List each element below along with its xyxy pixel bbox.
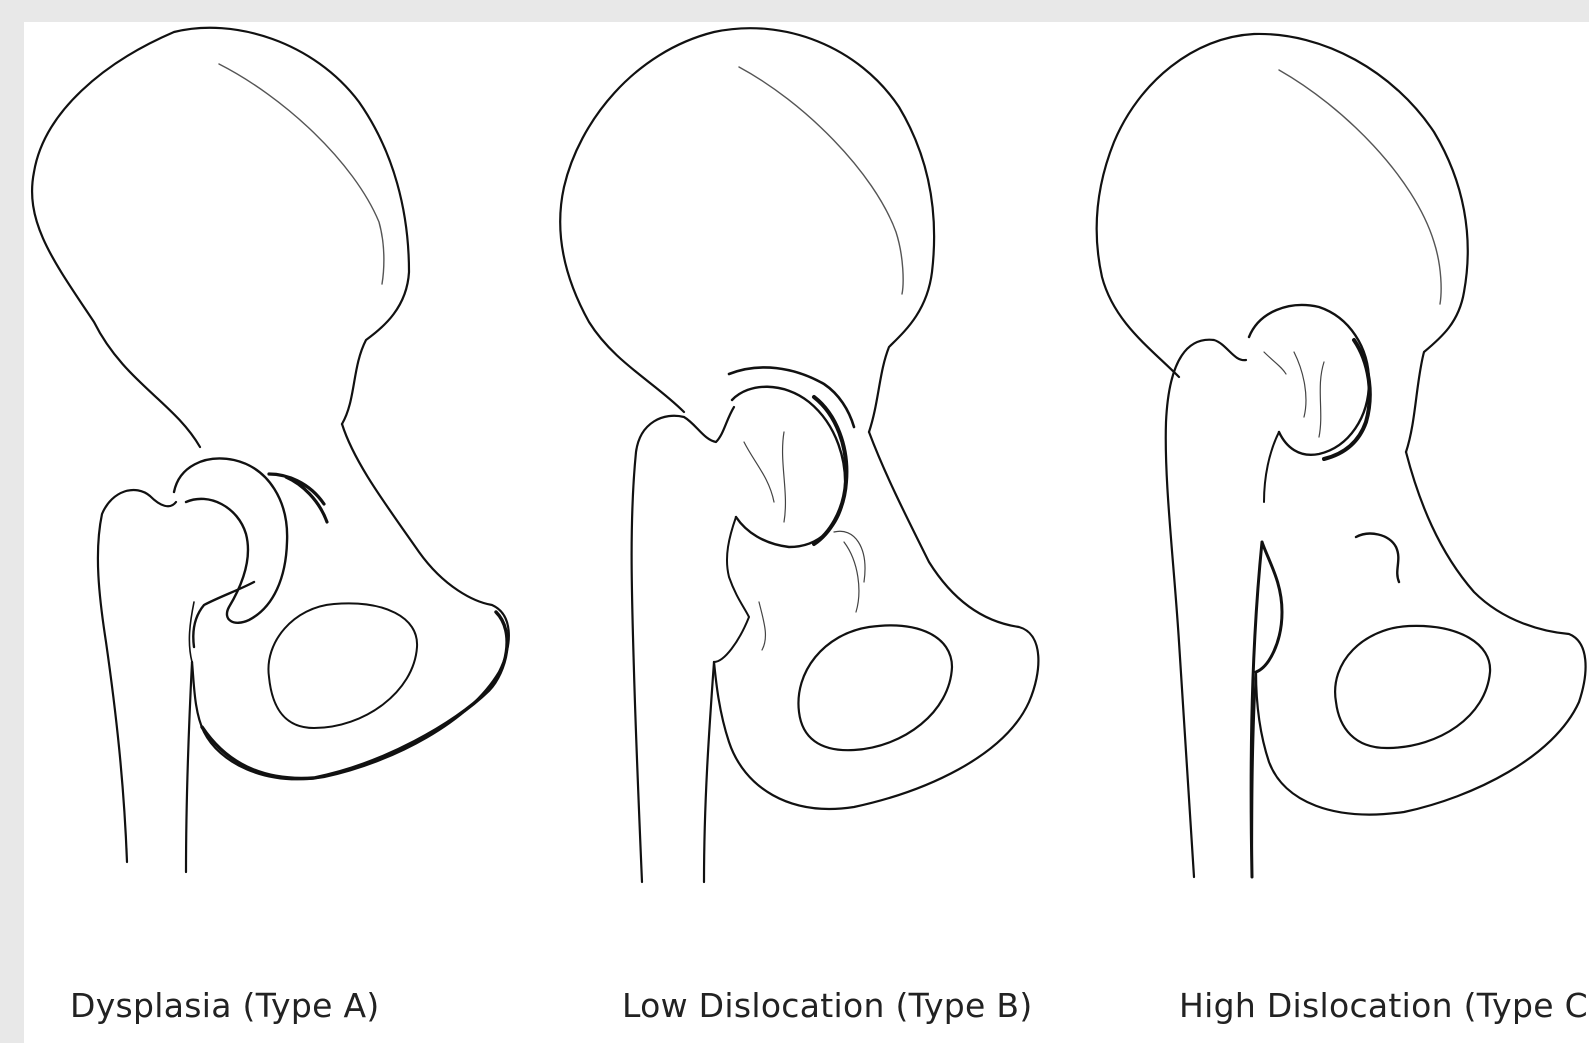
panel-type-c (1097, 34, 1586, 877)
femoral-head (174, 459, 287, 623)
ischium-outline (714, 432, 1038, 809)
panel-type-b (560, 28, 1038, 882)
caption-high-dislocation-type-c: High Dislocation (Type C) (1179, 986, 1589, 1025)
ischium-outline (1256, 452, 1586, 815)
femur-neck (714, 517, 749, 662)
supra-acetabular-mark (729, 367, 854, 427)
obturator-foramen (798, 625, 952, 750)
panel-type-a (32, 28, 509, 872)
obturator-foramen (1335, 626, 1490, 748)
figure-canvas: Dysplasia (Type A) Low Dislocation (Type… (24, 22, 1589, 1043)
ilium-outline (560, 28, 934, 432)
acetabulum-socket (193, 582, 254, 647)
ischium-thick-edge (202, 612, 507, 778)
ischium-outline (192, 424, 509, 779)
femur-neck (1264, 432, 1279, 502)
femoral-head-rim (1324, 340, 1370, 459)
caption-dysplasia-type-a: Dysplasia (Type A) (70, 986, 380, 1025)
femoral-head-rim (814, 397, 846, 544)
caption-low-dislocation-type-b: Low Dislocation (Type B) (622, 986, 1033, 1025)
femur-shaft (632, 407, 734, 882)
acetabulum-rim (269, 474, 327, 522)
iliac-inner-line (1279, 70, 1441, 304)
capsule-strands (1264, 352, 1324, 437)
hip-illustrations (24, 22, 1589, 1043)
iliac-inner-line (739, 67, 903, 294)
ilium-outline (32, 28, 409, 447)
ilium-outline (1097, 34, 1468, 452)
femoral-head (1249, 305, 1369, 455)
iliac-inner-line (219, 64, 384, 284)
femur-shaft (1166, 340, 1256, 877)
femur-shaft (98, 490, 192, 872)
old-acetabulum-mark (1356, 534, 1399, 582)
obturator-foramen (268, 603, 417, 728)
lesser-trochanter (1251, 542, 1282, 877)
